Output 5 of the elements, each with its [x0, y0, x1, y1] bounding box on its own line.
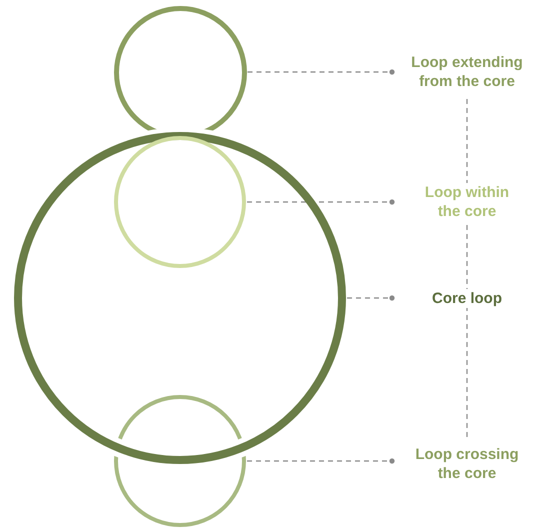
loop-label: Core loop: [430, 289, 504, 308]
leader-line: [248, 69, 395, 75]
leader-line: [347, 295, 395, 301]
leader-line: [247, 458, 395, 464]
leader-line: [247, 199, 395, 205]
